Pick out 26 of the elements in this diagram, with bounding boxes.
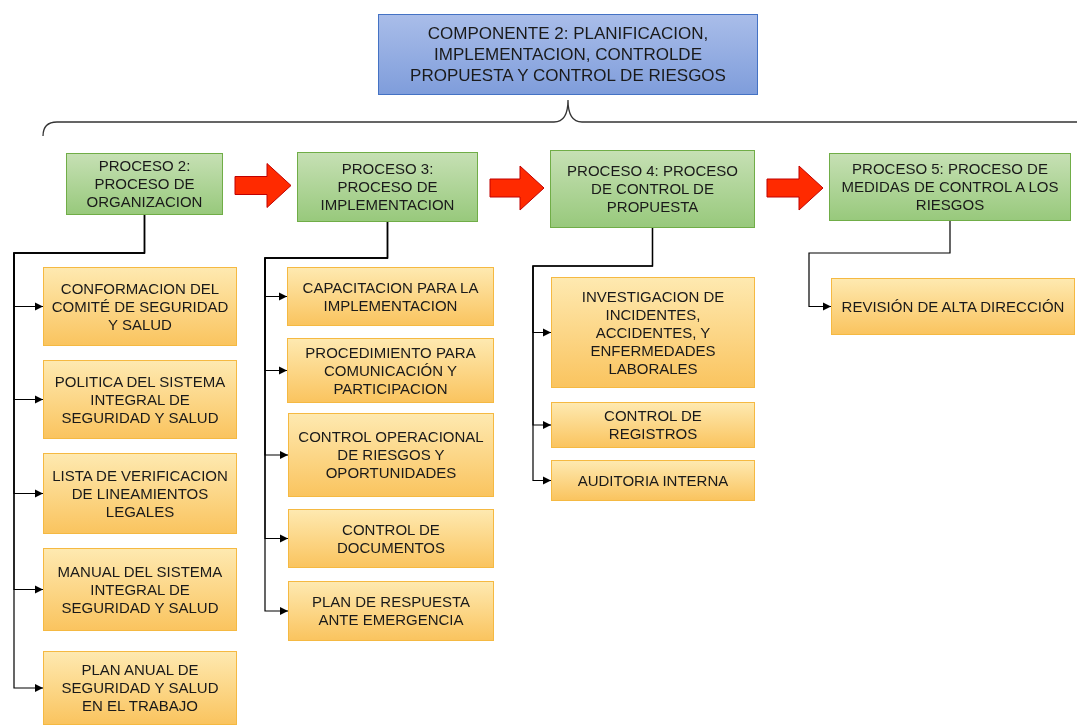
activity-box: POLITICA DEL SISTEMA INTEGRAL DE SEGURIDAD Y SALUD [43,360,237,439]
process-box: PROCESO 4: PROCESO DE CONTROL DE PROPUESTA [550,150,755,228]
block-arrow [489,165,545,211]
title-box: COMPONENTE 2: PLANIFICACION, IMPLEMENTACION, CONTROLDE PROPUESTA Y CONTROL DE RIESGOS [378,14,758,95]
activity-box: AUDITORIA INTERNA [551,460,755,501]
connector-arrow [13,214,146,693]
activity-box: PLAN DE RESPUESTA ANTE EMERGENCIA [288,581,494,641]
process-box: PROCESO 3: PROCESO DE IMPLEMENTACION [297,152,478,222]
activity-box: INVESTIGACION DE INCIDENTES, ACCIDENTES, Y ENFERMEDADES LABORALES [551,277,755,388]
activity-box: REVISIÓN DE ALTA DIRECCIÓN [831,278,1075,335]
process-box: PROCESO 5: PROCESO DE MEDIDAS DE CONTROL A LOS RIESGOS [829,153,1071,221]
activity-box: CONTROL DE DOCUMENTOS [288,509,494,568]
connector-arrow [264,221,389,616]
activity-box: CAPACITACION PARA LA IMPLEMENTACION [287,267,494,326]
process-box: PROCESO 2: PROCESO DE ORGANIZACION [66,153,223,215]
block-arrow [234,163,292,208]
activity-box: CONTROL OPERACIONAL DE RIESGOS Y OPORTUNIDADES [288,413,494,497]
activity-box: PROCEDIMIENTO PARA COMUNICACIÓN Y PARTICIPACION [287,338,494,403]
activity-box: CONFORMACION DEL COMITÉ DE SEGURIDAD Y SALUD [43,267,237,346]
activity-box: MANUAL DEL SISTEMA INTEGRAL DE SEGURIDAD Y SALUD [43,548,237,631]
block-arrow [766,165,824,211]
activity-box: LISTA DE VERIFICACION DE LINEAMIENTOS LEGALES [43,453,237,534]
connector-arrow [808,220,951,311]
activity-box: PLAN ANUAL DE SEGURIDAD Y SALUD EN EL TRABAJO [43,651,237,725]
activity-box: CONTROL DE REGISTROS [551,402,755,448]
connector-arrow [532,227,654,485]
